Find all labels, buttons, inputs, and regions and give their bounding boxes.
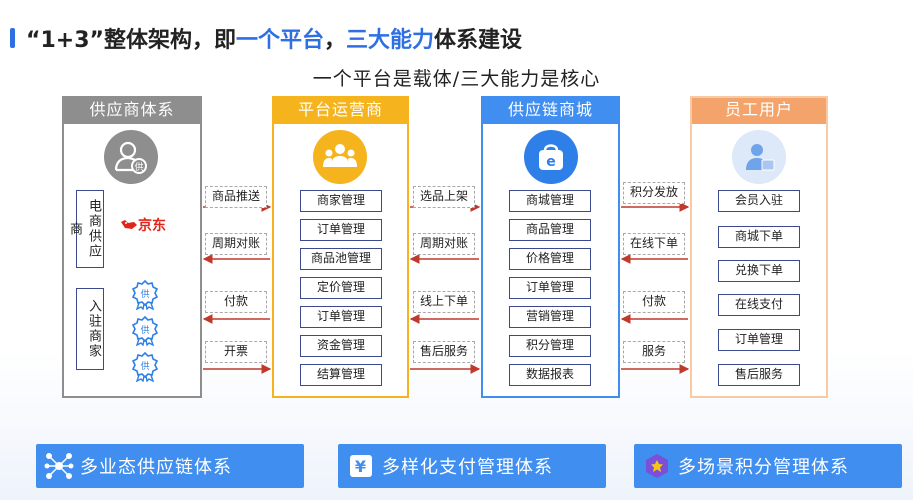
merchant-medal-glyph: 供 [140,324,149,336]
merchant-medal-glyph: 供 [140,360,149,372]
flow-label-push-products: 商品推送 [205,186,267,208]
employee-item-after-sales: 售后服务 [718,364,800,386]
svg-text:¥: ¥ [355,457,367,476]
page-subtitle: 一个平台是载体/三大能力是核心 [312,68,601,90]
shopping-bag-icon: e [524,130,578,184]
flow-label-issue-points: 积分发放 [623,182,685,204]
title-highlight-platform: 一个平台 [235,28,324,53]
mall-item-marketing: 营销管理 [509,306,591,328]
mall-item-mall-mgmt: 商城管理 [509,190,591,212]
employee-icon [732,130,786,184]
platform-item-order-mgmt-2: 订单管理 [300,306,382,328]
supplier-badge-glyph: 供 [134,161,143,173]
capability-points-label: 多场景积分管理体系 [678,457,849,478]
flow-label-online-order: 线上下单 [413,291,475,313]
mall-item-order-mgmt: 订单管理 [509,277,591,299]
employee-item-order-mgmt: 订单管理 [718,329,800,351]
title-accent-bar [10,28,15,48]
mall-item-reports: 数据报表 [509,364,591,386]
platform-item-merchant-mgmt: 商家管理 [300,190,382,212]
platform-item-order-mgmt: 订单管理 [300,219,382,241]
employee-column-title: 员工用户 [692,98,826,124]
supplier-user-icon: 供 [104,130,158,184]
merchant-medal-icon: 供 [131,316,159,346]
platform-item-settlement: 结算管理 [300,364,382,386]
merchant-medal-icon: 供 [131,352,159,382]
flow-label-place-order: 在线下单 [623,233,685,255]
capability-payment-label: 多样化支付管理体系 [382,457,553,478]
jd-dog-icon [121,220,137,229]
flow-label-reconcile-2: 周期对账 [413,233,475,255]
flow-label-list-products: 选品上架 [413,186,475,208]
page-title: “1+3”整体架构，即一个平台，三大能力体系建设 [26,22,522,54]
team-icon [313,130,367,184]
svg-text:e: e [546,154,556,170]
employee-item-mall-order: 商城下单 [718,226,800,248]
platform-item-fund-mgmt: 资金管理 [300,335,382,357]
ecommerce-supplier-label: 电商供应商 [67,190,104,268]
capability-points: 多场景积分管理体系 [634,444,902,488]
flow-label-after-sales: 售后服务 [413,341,475,363]
title-highlight-capabilities: 三大能力 [346,28,435,53]
flow-label-pay: 付款 [623,291,685,313]
employee-item-online-pay: 在线支付 [718,294,800,316]
employee-item-join: 会员入驻 [718,190,800,212]
title-part-3: 体系建设 [434,28,523,53]
flow-label-service: 服务 [623,341,685,363]
platform-item-pricing: 定价管理 [300,277,382,299]
flow-label-reconcile: 周期对账 [205,233,267,255]
flow-label-payment: 付款 [205,291,267,313]
merchant-medal-glyph: 供 [140,288,149,300]
capability-payment: ¥ 多样化支付管理体系 [338,444,606,488]
merchant-medal-icon: 供 [131,280,159,310]
title-part-2: ， [323,28,346,53]
title-part-1: “1+3”整体架构，即 [26,28,236,53]
platform-item-product-pool: 商品池管理 [300,248,382,270]
jd-logo-text: 京东 [138,218,166,234]
jd-logo: 京东 [120,215,166,235]
flow-label-invoice: 开票 [205,341,267,363]
mall-item-points: 积分管理 [509,335,591,357]
capability-supply-chain: 多业态供应链体系 [36,444,304,488]
settled-merchant-label: 入驻商家 [76,288,104,370]
supplier-column-title: 供应商体系 [64,98,200,124]
mall-column-title: 供应链商城 [483,98,618,124]
mall-item-price-mgmt: 价格管理 [509,248,591,270]
employee-item-redeem: 兑换下单 [718,260,800,282]
capability-supply-chain-label: 多业态供应链体系 [80,457,232,478]
network-icon [44,451,74,481]
payment-icon: ¥ [346,451,376,481]
points-icon [642,451,672,481]
platform-column-title: 平台运营商 [274,98,407,124]
mall-item-product-mgmt: 商品管理 [509,219,591,241]
